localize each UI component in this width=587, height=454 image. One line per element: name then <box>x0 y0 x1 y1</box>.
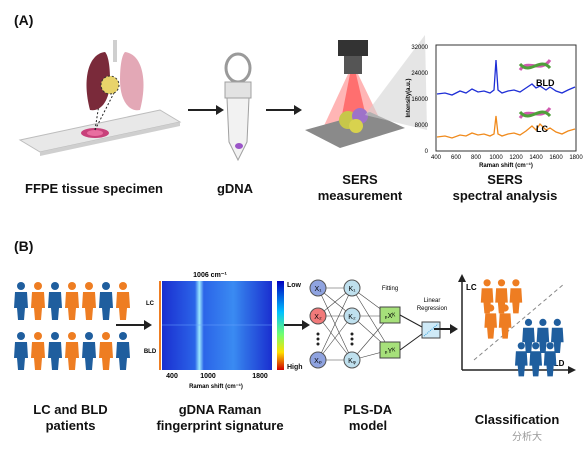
spectral-caption-line1: SERS <box>487 172 523 187</box>
colorbar-high-label: High <box>287 364 303 371</box>
colorbar <box>277 281 284 370</box>
arrow-icon <box>116 320 152 330</box>
plsda-caption: PLS-DA model <box>318 402 418 434</box>
patients-caption: LC and BLD patients <box>8 402 133 434</box>
x-axis-label: Raman shift (cm⁻¹) <box>189 383 243 390</box>
lc-axis-label: LC <box>466 283 477 292</box>
arrow-icon <box>284 320 310 330</box>
watermark: 分析大 <box>512 432 542 443</box>
patients-caption-line1: LC and BLD <box>33 402 108 417</box>
sers-spectrum-chart: 32000 24000 16000 8000 0 Intensity(a.u.)… <box>406 44 583 169</box>
node-k1: K₁ <box>348 286 356 293</box>
x-tick: 1800 <box>569 155 583 161</box>
arrow-icon <box>266 105 302 115</box>
arrow-icon <box>188 105 224 115</box>
group-bld-label: BLD <box>144 349 157 355</box>
y-tick: 32000 <box>411 45 428 51</box>
x-tick: 600 <box>451 155 462 161</box>
lc-series-label: LC <box>536 124 548 134</box>
peak-label: 1006 cm⁻¹ <box>193 272 227 279</box>
x-axis-label: Raman shift (cm⁻¹) <box>479 162 533 169</box>
x-tick: 1000 <box>489 155 503 161</box>
sers-caption-line2: measurement <box>317 188 403 203</box>
spectral-caption-line2: spectral analysis <box>452 188 558 203</box>
node-x2: X₂ <box>314 314 322 321</box>
ffpe-caption: FFPE tissue specimen <box>25 181 163 196</box>
x-tick: 800 <box>471 155 482 161</box>
classification-plot: LC BLD <box>458 274 576 377</box>
node-x1: X₁ <box>314 286 322 293</box>
raman-heatmap: 1006 cm⁻¹ LC BLD 400 1000 1800 Raman shi… <box>144 272 284 390</box>
gdna-caption: gDNA <box>216 181 254 196</box>
patients-caption-line2: patients <box>45 418 96 433</box>
x-tick: 1200 <box>509 155 523 161</box>
panel-a-label: (A) <box>14 12 34 28</box>
fitting-label: Fitting <box>382 286 398 292</box>
group-lc-label: LC <box>146 301 155 307</box>
yk-label: ₚYᴷ <box>385 348 396 355</box>
ffpe-tissue-illustration <box>18 40 182 156</box>
sers-caption-line1: SERS <box>342 172 378 187</box>
y-axis-label: Intensity(a.u.) <box>406 78 412 117</box>
bld-spectrum-line <box>436 59 576 96</box>
zoom-lines <box>365 35 427 130</box>
dna-molecule-icon <box>518 58 552 72</box>
node-xp: Xₚ <box>314 358 322 365</box>
panel-b-label: (B) <box>14 238 34 254</box>
plsda-caption-line2: model <box>348 418 388 433</box>
y-tick: 24000 <box>411 71 428 77</box>
linear-regression-label-line1: Linear <box>424 298 441 304</box>
plsda-caption-line1: PLS-DA <box>343 402 393 417</box>
x-tick: 1400 <box>529 155 543 161</box>
y-tick: 8000 <box>415 123 429 129</box>
classification-caption: Classification <box>474 412 560 427</box>
bld-axis-label: BLD <box>548 359 565 368</box>
x-tick: 400 <box>431 155 442 161</box>
x-tick: 1800 <box>252 373 268 380</box>
linear-regression-label-line2: Regression <box>417 306 447 312</box>
arrow-icon <box>434 324 458 334</box>
colorbar-low-label: Low <box>287 282 301 289</box>
raman-caption-line1: gDNA Raman <box>178 402 262 417</box>
dna-molecule-icon <box>518 106 552 120</box>
plsda-network-diagram: X₁ X₂ Xₚ K₁ K₂ Kᵩ Fitting ₚXᴷ ₚYᴷ Linear… <box>309 279 447 369</box>
node-k2: K₂ <box>348 314 356 321</box>
x-tick: 1600 <box>549 155 563 161</box>
spectral-analysis-caption: SERS spectral analysis <box>430 172 580 204</box>
y-tick: 16000 <box>411 97 428 103</box>
lc-spectrum-line <box>436 115 576 139</box>
xk-label: ₚXᴷ <box>385 313 396 320</box>
x-tick: 1000 <box>200 373 216 380</box>
node-kq: Kᵩ <box>348 358 356 365</box>
gdna-tube-illustration <box>224 52 252 162</box>
bld-series-label: BLD <box>536 78 555 88</box>
raman-caption-line2: fingerprint signature <box>156 418 284 433</box>
y-tick: 0 <box>425 149 429 155</box>
x-tick: 400 <box>166 373 178 380</box>
sers-measurement-caption: SERS measurement <box>300 172 420 204</box>
raman-caption: gDNA Raman fingerprint signature <box>145 402 295 434</box>
